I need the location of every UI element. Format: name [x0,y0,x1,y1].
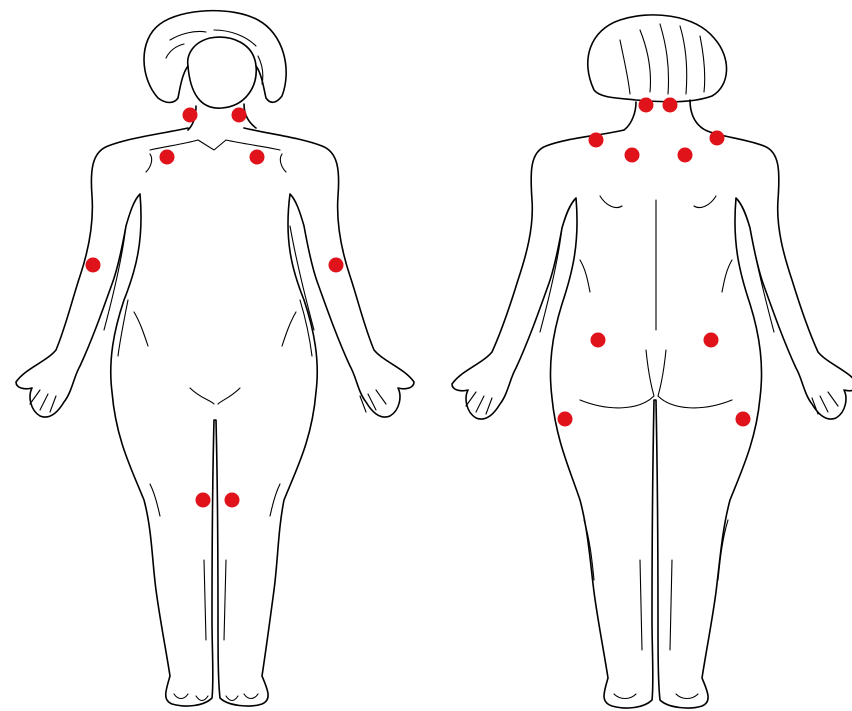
tender-point-front-neck-left [183,108,198,123]
back-inner-arms [540,228,774,332]
front-hair [144,11,286,103]
back-body-figure [452,15,852,708]
back-hair-strands [620,24,705,94]
front-body-outline [16,128,414,706]
back-hair [588,15,727,102]
front-knee-lines [150,484,280,640]
tender-point-back-trapezius-right [678,148,693,163]
tender-point-back-gluteal-left [591,333,606,348]
back-fingers [466,392,838,414]
front-body-figure [16,11,414,706]
tender-points [86,98,751,508]
tender-point-back-trapezius-left [625,148,640,163]
tender-point-back-shoulder-left [589,133,604,148]
front-hip-lines [134,312,296,404]
tender-point-back-hip-right [736,412,751,427]
tender-point-front-knee-left [196,493,211,508]
front-face [188,37,257,108]
tender-point-front-chest-right [250,150,265,165]
back-buttocks [580,350,732,408]
front-toes [174,694,258,701]
tender-point-back-occiput-left [639,98,654,113]
back-body-outline [452,128,852,708]
tender-point-front-neck-right [232,108,247,123]
tender-point-back-occiput-right [663,98,678,113]
tender-point-back-hip-left [558,412,573,427]
tender-point-front-knee-right [225,493,240,508]
tender-point-front-elbow-left [86,258,101,273]
front-inner-arms [104,226,314,356]
back-leg-lines [584,520,728,650]
tender-point-back-gluteal-right [704,333,719,348]
front-fingers [30,390,386,412]
tender-point-front-chest-left [160,150,175,165]
tender-point-back-shoulder-right [710,131,725,146]
tender-point-front-elbow-right [329,258,344,273]
back-heels [614,694,698,699]
